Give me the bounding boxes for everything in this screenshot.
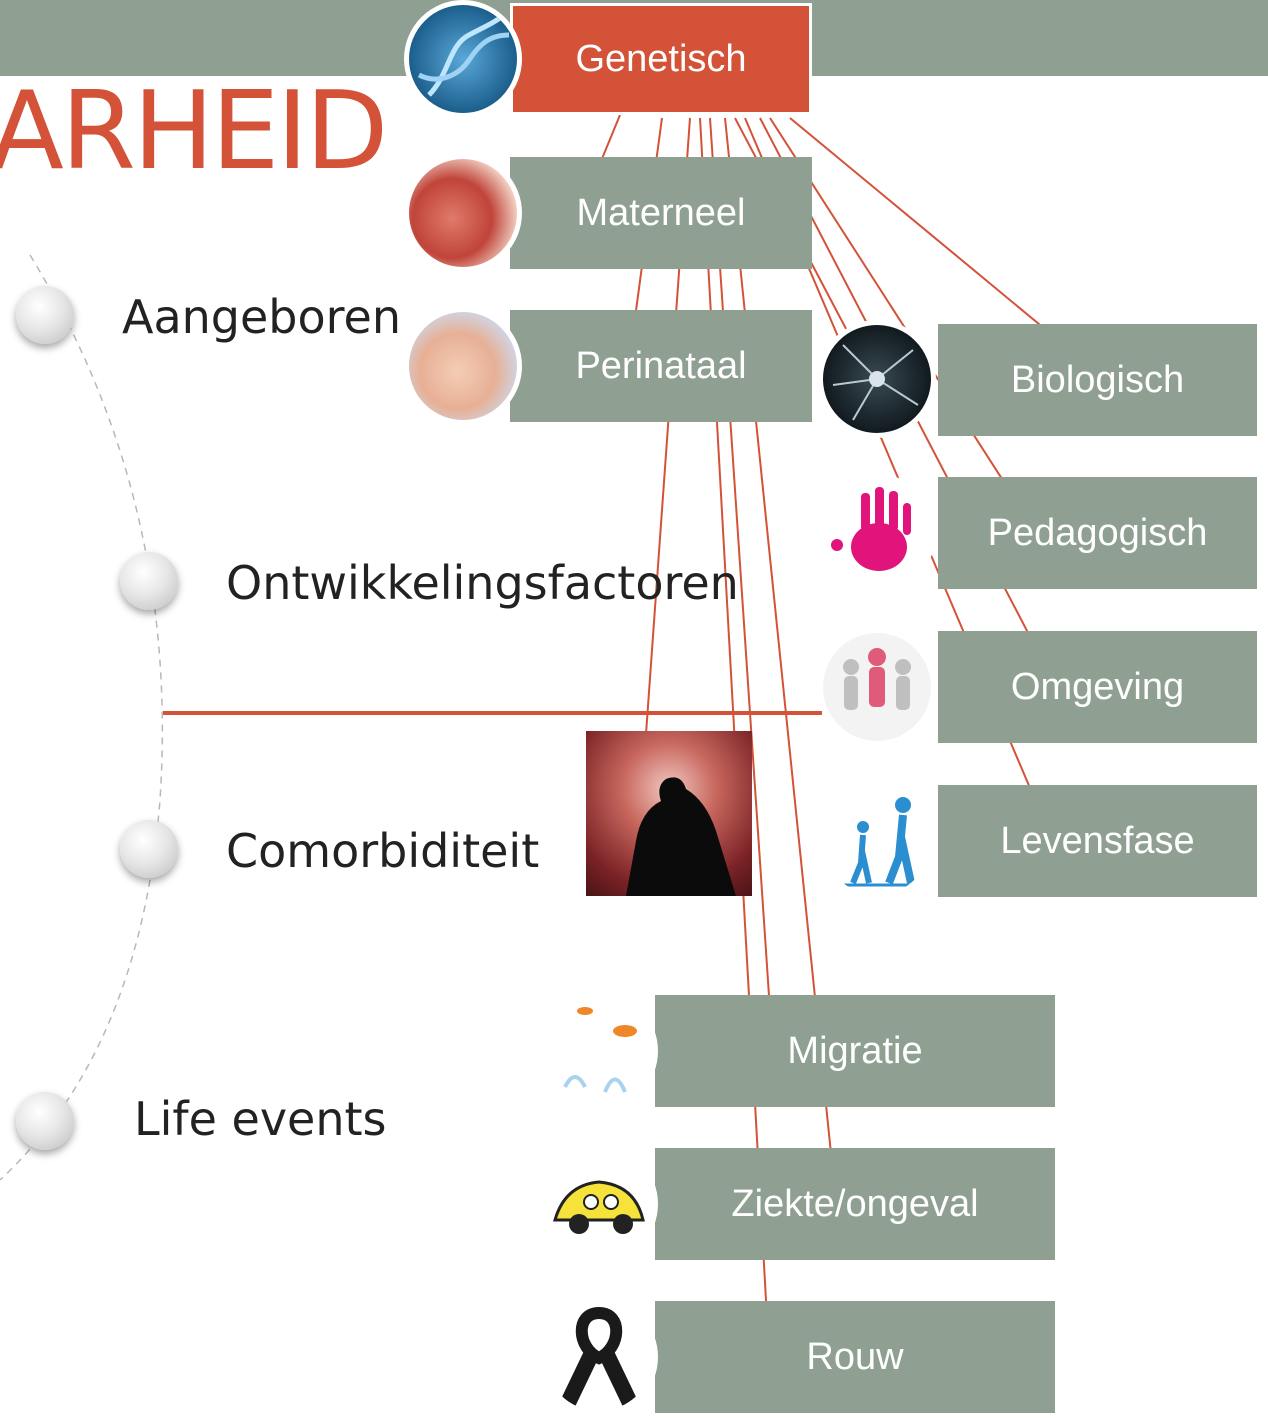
fetus-icon (404, 154, 522, 272)
node-label-rouw: Rouw (806, 1335, 904, 1378)
dashed-arc (0, 254, 164, 1181)
mourning-ribbon-icon (540, 1298, 658, 1416)
fish-bowl-icon (540, 992, 658, 1110)
bullet-circle-comorbiditeit (120, 820, 178, 878)
bullet-label-life-events: Life events (134, 1092, 387, 1146)
crashed-car-icon (540, 1145, 658, 1263)
node-ziekte-ongeval[interactable]: Ziekte/ongeval (655, 1148, 1055, 1260)
node-levensfase[interactable]: Levensfase (938, 785, 1257, 897)
node-perinataal[interactable]: Perinataal (510, 310, 812, 422)
node-migratie[interactable]: Migratie (655, 995, 1055, 1107)
slide-title: ARHEID (0, 69, 388, 194)
node-label-migratie: Migratie (787, 1029, 923, 1072)
dna-icon (404, 0, 522, 118)
arrow-5 (709, 117, 782, 1087)
node-label-levensfase: Levensfase (1000, 819, 1195, 862)
node-label-genetisch: Genetisch (575, 37, 747, 80)
node-label-biologisch: Biologisch (1010, 358, 1185, 401)
bullet-circle-aangeboren (16, 286, 74, 344)
bullet-circle-ontwikkelingsfactoren (120, 552, 178, 610)
node-rouw[interactable]: Rouw (655, 1301, 1055, 1413)
bullet-circle-life-events (16, 1092, 74, 1150)
node-label-materneel: Materneel (576, 191, 746, 234)
handprint-icon (818, 474, 936, 592)
despair-silhouette-image (586, 731, 752, 896)
walking-figures-icon (818, 782, 936, 900)
arrow-11 (789, 117, 1082, 360)
neuron-icon (818, 320, 936, 438)
newborn-icon (404, 307, 522, 425)
node-label-pedagogisch: Pedagogisch (987, 511, 1208, 554)
bullet-label-ontwikkelingsfactoren: Ontwikkelingsfactoren (226, 556, 739, 610)
crowd-icon (818, 628, 936, 746)
node-pedagogisch[interactable]: Pedagogisch (938, 477, 1257, 589)
node-label-perinataal: Perinataal (575, 344, 747, 387)
node-materneel[interactable]: Materneel (510, 157, 812, 269)
bullet-label-comorbiditeit: Comorbiditeit (226, 824, 540, 878)
node-label-omgeving: Omgeving (1010, 665, 1185, 708)
node-biologisch[interactable]: Biologisch (938, 324, 1257, 436)
node-genetisch[interactable]: Genetisch (510, 3, 812, 115)
node-omgeving[interactable]: Omgeving (938, 631, 1257, 743)
bullet-label-aangeboren: Aangeboren (122, 290, 402, 344)
node-label-ziekte-ongeval: Ziekte/ongeval (731, 1182, 979, 1225)
